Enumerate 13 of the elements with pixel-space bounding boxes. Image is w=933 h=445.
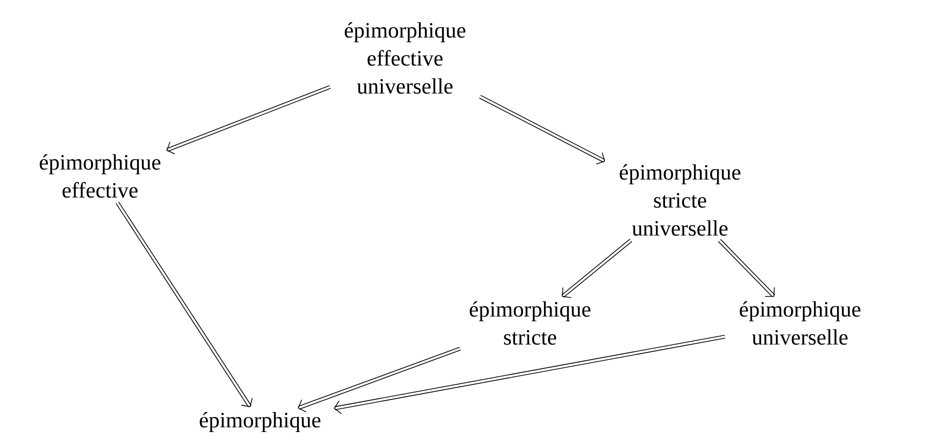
implication-arrow	[166, 85, 331, 154]
term-label: épimorphique	[200, 412, 320, 432]
implication-arrow	[298, 346, 461, 412]
implication-arrow	[334, 334, 726, 414]
implication-arrow	[116, 202, 253, 408]
term-label: épimorphique effective	[40, 154, 160, 198]
term-label: épimorphique universelle	[740, 301, 860, 345]
term-label: épimorphique stricte	[470, 301, 590, 345]
implication-arrow	[561, 238, 632, 298]
term-label: épimorphique stricte universelle	[620, 164, 740, 236]
implication-arrow	[479, 94, 606, 164]
term-label: épimorphique effective universelle	[344, 22, 466, 94]
implication-arrow	[718, 239, 775, 298]
